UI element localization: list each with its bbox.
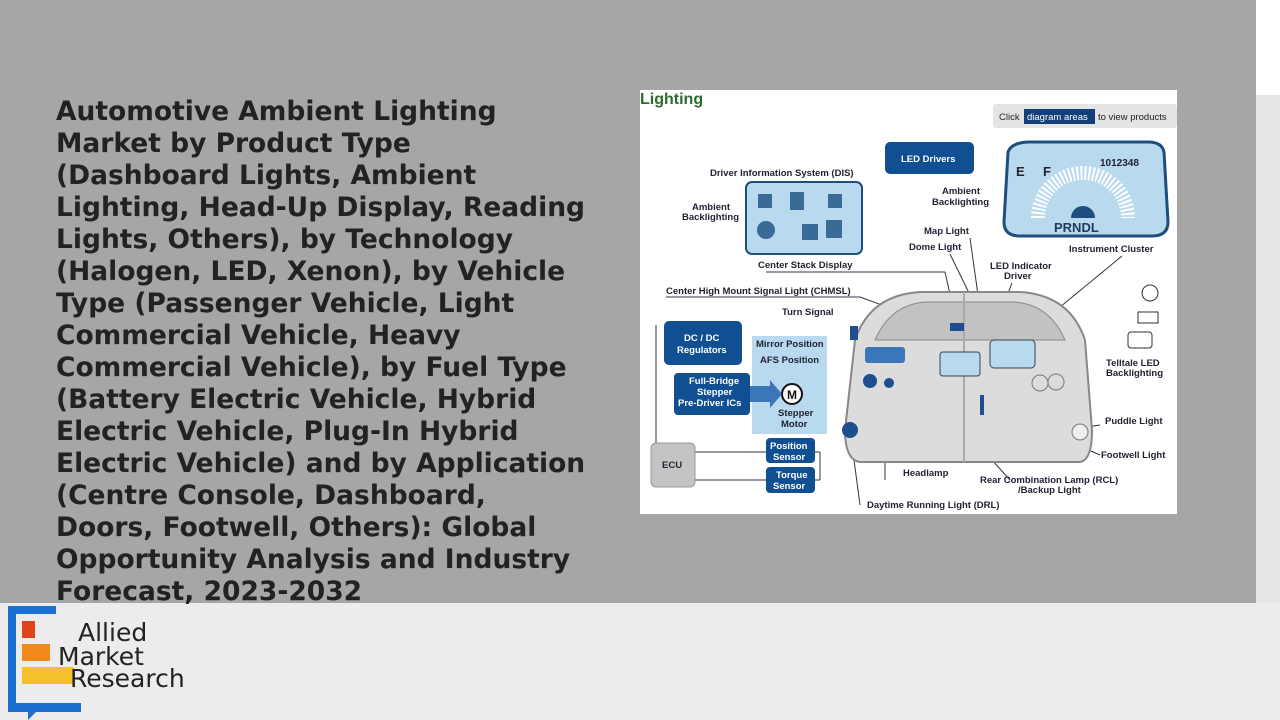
allied-market-research-logo[interactable]: Allied Market Research (8, 606, 198, 720)
rcl-label-b: /Backup Light (1018, 485, 1082, 496)
logo-line-1: Allied (78, 618, 148, 647)
motor-icon: M (787, 388, 797, 402)
hint-box[interactable]: Click diagram areas to view products (993, 104, 1177, 128)
stepper-label-b: Motor (781, 419, 808, 430)
center-stack-label[interactable]: Center Stack Display (758, 260, 853, 271)
turn-signal-label[interactable]: Turn Signal (782, 307, 834, 318)
headlamp-label[interactable]: Headlamp (903, 468, 949, 479)
ecu-label: ECU (662, 460, 682, 471)
ambient-label-1b: Backlighting (682, 212, 739, 223)
full-bridge-box[interactable]: Full-Bridge Stepper Pre-Driver ICs (674, 373, 782, 415)
torque-sensor-box[interactable]: Torque Sensor (766, 467, 815, 493)
led-drivers-box[interactable]: LED Drivers (885, 142, 974, 174)
fullbridge-label-b: Stepper (697, 387, 733, 398)
ecu-box[interactable]: ECU (650, 442, 696, 488)
logo-mark-icon (8, 606, 81, 720)
position-sensor-box[interactable]: Position Sensor (766, 438, 815, 463)
instrument-cluster-panel[interactable]: E F 1012348 PRNDL (1002, 140, 1170, 238)
telltale-label-a[interactable]: Telltale LED (1106, 358, 1160, 369)
torque-label-a: Torque (776, 470, 808, 481)
afs-position-label[interactable]: AFS Position (760, 355, 819, 366)
dis-label: Driver Information System (DIS) (710, 168, 854, 179)
dcdc-regulators-box[interactable]: DC / DC Regulators (664, 321, 742, 365)
mirror-position-label[interactable]: Mirror Position (756, 339, 824, 350)
diagram-heading: Lighting (640, 91, 703, 108)
map-light-label[interactable]: Map Light (924, 226, 970, 237)
odometer: 1012348 (1100, 158, 1139, 169)
car-illustration[interactable] (842, 291, 1094, 463)
dome-light-label[interactable]: Dome Light (909, 242, 962, 253)
rcl-label-a[interactable]: Rear Combination Lamp (RCL) (980, 475, 1118, 486)
ambient-label-1a: Ambient (692, 202, 731, 213)
telltale-icons (1127, 284, 1159, 349)
dcdc-label-a: DC / DC (684, 333, 720, 344)
fullbridge-label-c: Pre-Driver ICs (678, 398, 741, 409)
torque-label-b: Sensor (773, 481, 806, 492)
stepper-motor-panel[interactable]: M Stepper Motor (752, 336, 827, 434)
logo-line-3: Research (70, 664, 185, 693)
position-label-b: Sensor (773, 452, 806, 463)
hint-suffix: to view products (1098, 112, 1167, 123)
fullbridge-label-a: Full-Bridge (689, 376, 739, 387)
lighting-diagram: Lighting Click diagram areas to view pro… (640, 90, 1177, 514)
right-edge-strip-gray (1256, 95, 1280, 603)
fuel-e: E (1016, 164, 1025, 179)
dcdc-label-b: Regulators (677, 345, 727, 356)
fuel-f: F (1043, 164, 1051, 179)
chmsl-label[interactable]: Center High Mount Signal Light (CHMSL) (666, 286, 851, 297)
ambient-label-2b: Backlighting (932, 197, 989, 208)
right-edge-strip (1256, 0, 1280, 95)
drl-label[interactable]: Daytime Running Light (DRL) (867, 500, 999, 511)
prndl: PRNDL (1054, 220, 1099, 235)
logo-line-2: Market (58, 642, 144, 671)
hint-prefix: Click (999, 112, 1020, 123)
dis-panel[interactable] (745, 181, 863, 255)
ambient-label-2a: Ambient (942, 186, 981, 197)
footwell-light-label[interactable]: Footwell Light (1101, 450, 1166, 461)
gauge-icon (1031, 166, 1135, 219)
puddle-light-label[interactable]: Puddle Light (1105, 416, 1163, 427)
stepper-label-a: Stepper (778, 408, 814, 419)
led-indicator-label-a[interactable]: LED Indicator (990, 261, 1052, 272)
hint-link[interactable]: diagram areas (1027, 112, 1088, 123)
led-drivers-label: LED Drivers (901, 154, 955, 165)
position-label-a: Position (770, 441, 808, 452)
page-title: Automotive Ambient Lighting Market by Pr… (56, 96, 586, 607)
led-indicator-label-b: Driver (1004, 271, 1032, 282)
instrument-cluster-label[interactable]: Instrument Cluster (1069, 244, 1154, 255)
telltale-label-b: Backlighting (1106, 368, 1163, 379)
